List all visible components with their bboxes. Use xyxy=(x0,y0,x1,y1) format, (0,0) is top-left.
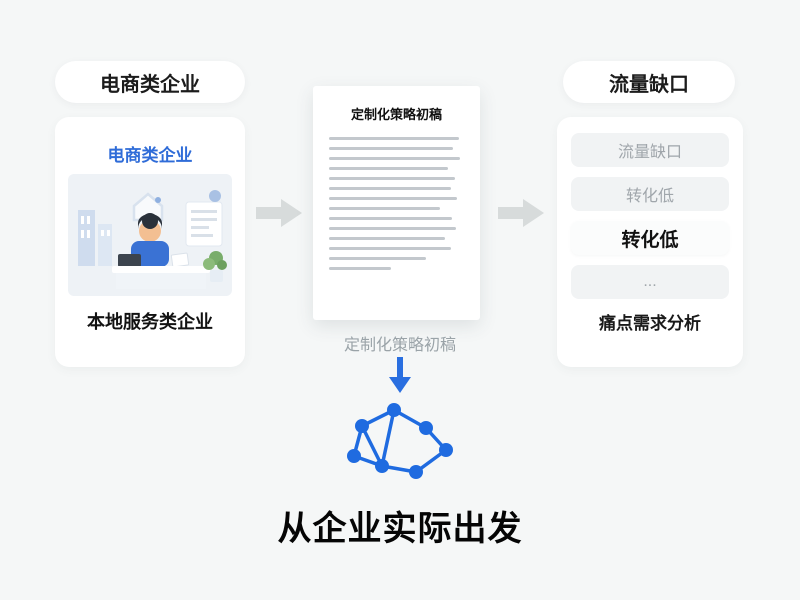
enterprise-card: 电商类企业 xyxy=(55,117,245,367)
strategy-document-title: 定制化策略初稿 xyxy=(350,107,442,122)
arrow-right-icon xyxy=(498,199,544,227)
house-icon xyxy=(132,192,164,222)
arrow-right-icon xyxy=(256,199,302,227)
network-icon xyxy=(347,403,453,479)
enterprise-card-title: 电商类企业 xyxy=(107,146,193,165)
pain-point-caption: 痛点需求分析 xyxy=(599,314,701,333)
pain-point-card: 流量缺口转化低转化低... 痛点需求分析 xyxy=(557,117,743,367)
pain-point-item: 转化低 xyxy=(571,221,729,255)
traffic-gap-pill: 流量缺口 xyxy=(563,61,735,103)
workspace-illustration xyxy=(68,174,232,296)
strategy-document: 定制化策略初稿 xyxy=(313,86,480,320)
headline: 从企业实际出发 xyxy=(277,510,523,548)
doc-text-lines xyxy=(329,137,464,270)
ecommerce-pill-label: 电商类企业 xyxy=(100,73,200,96)
pain-point-item: 流量缺口 xyxy=(571,133,729,167)
traffic-gap-pill-label: 流量缺口 xyxy=(609,73,689,96)
pain-point-item: 转化低 xyxy=(571,177,729,211)
pain-point-list: 流量缺口转化低转化低... xyxy=(571,133,729,299)
enterprise-card-caption: 本地服务类企业 xyxy=(87,312,213,332)
strategy-document-caption: 定制化策略初稿 xyxy=(343,337,456,354)
pain-point-item: ... xyxy=(571,265,729,299)
ecommerce-pill: 电商类企业 xyxy=(55,61,245,103)
arrow-down-icon xyxy=(389,357,411,393)
